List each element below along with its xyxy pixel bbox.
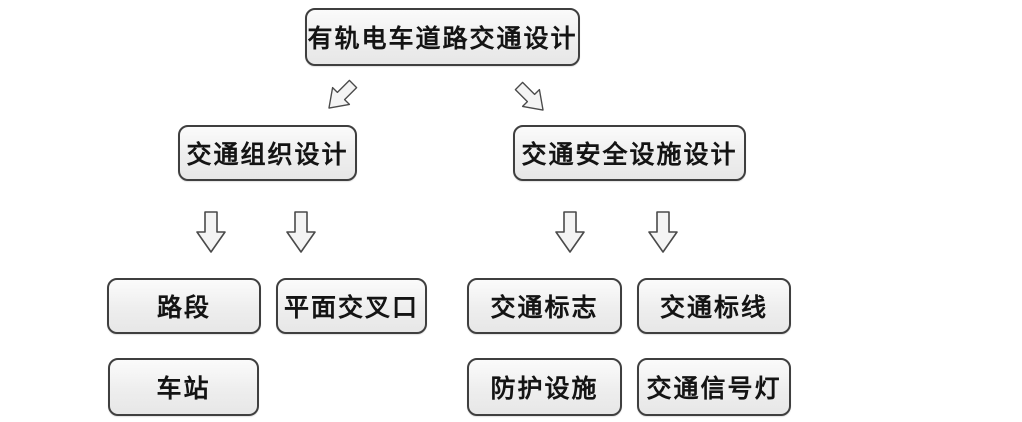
node-tram-road-traffic-design: 有轨电车道路交通设计 [305, 8, 580, 66]
down-arrow-icon [555, 211, 585, 253]
node-station: 车站 [108, 358, 259, 416]
down-right-arrow-icon [509, 76, 552, 119]
node-at-grade-intersection: 平面交叉口 [276, 278, 427, 334]
node-traffic-safety-facility-design: 交通安全设施设计 [513, 125, 746, 181]
node-protective-facilities: 防护设施 [467, 358, 622, 416]
node-road-section: 路段 [107, 278, 261, 334]
down-left-arrow-icon [319, 74, 362, 117]
node-traffic-organization-design: 交通组织设计 [178, 125, 357, 181]
down-arrow-icon [196, 211, 226, 253]
node-traffic-markings: 交通标线 [637, 278, 791, 334]
node-traffic-signal-lights: 交通信号灯 [637, 358, 791, 416]
down-arrow-icon [286, 211, 316, 253]
down-arrow-icon [648, 211, 678, 253]
node-traffic-signs: 交通标志 [467, 278, 622, 334]
